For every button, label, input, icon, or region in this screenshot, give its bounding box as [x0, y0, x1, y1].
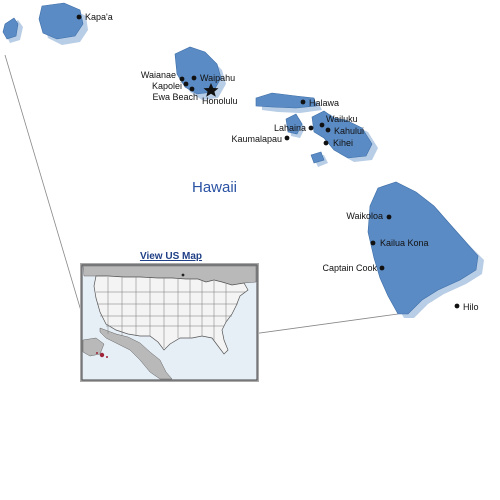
state-borders [96, 277, 246, 348]
city-label: Kailua Kona [380, 238, 429, 248]
mexico-region [99, 327, 173, 380]
city-dot-icon [454, 303, 460, 309]
city-label: Wailuku [326, 114, 358, 124]
molokai-island [255, 92, 322, 113]
city-label: Lahaina [274, 123, 306, 133]
city-honolulu[interactable]: Honolulu [202, 83, 238, 106]
city-label: Kaumalapau [231, 134, 282, 144]
city-dot-icon [379, 265, 385, 271]
city-waipahu[interactable]: Waipahu [191, 73, 236, 83]
city-halawa[interactable]: Halawa [300, 98, 339, 108]
city-dot-icon [386, 214, 392, 220]
city-label: Honolulu [202, 96, 238, 106]
hawaii-highlight-icon [99, 352, 105, 358]
city-kaumalapau[interactable]: Kaumalapau [231, 134, 290, 144]
city-ewa-beach[interactable]: Ewa Beach [152, 86, 198, 102]
us-inset-map[interactable]: View US Map [80, 251, 259, 382]
city-kapolei[interactable]: Kapolei [152, 81, 189, 91]
view-us-map-link[interactable]: View US Map [140, 251, 202, 262]
maui-island [311, 110, 378, 162]
alaska-region [82, 337, 105, 357]
lanai-island [285, 113, 305, 138]
kauai-island [38, 2, 88, 45]
city-kapaa[interactable]: Kapa'a [76, 12, 113, 22]
city-dot-icon [325, 127, 331, 133]
hawaii-highlight-dot [96, 352, 98, 354]
city-dot-icon [179, 76, 185, 82]
city-label: Waianae [141, 70, 176, 80]
city-dot-icon [191, 75, 197, 81]
city-label: Kihei [333, 138, 353, 148]
city-hilo[interactable]: Hilo [454, 302, 479, 312]
inset-marker [181, 273, 185, 277]
city-dot-icon [323, 140, 329, 146]
niihau-island [2, 17, 23, 43]
city-kihei[interactable]: Kihei [323, 138, 353, 148]
city-dot-icon [319, 122, 325, 128]
city-label: Kahului [334, 126, 364, 136]
city-waikoloa[interactable]: Waikoloa [346, 211, 392, 221]
city-kailua-kona[interactable]: Kailua Kona [370, 238, 429, 248]
city-label: Captain Cook [322, 263, 377, 273]
city-dot-icon [76, 14, 82, 20]
city-label: Kapa'a [85, 12, 113, 22]
city-label: Ewa Beach [152, 92, 198, 102]
city-lahaina[interactable]: Lahaina [274, 123, 314, 133]
city-waianae[interactable]: Waianae [141, 70, 185, 82]
city-dot-icon [284, 135, 290, 141]
city-dot-icon [189, 86, 195, 92]
city-dot-icon [308, 125, 314, 131]
city-label: Kapolei [152, 81, 182, 91]
city-label: Waipahu [200, 73, 235, 83]
city-label: Halawa [309, 98, 339, 108]
city-kahului[interactable]: Kahului [325, 126, 364, 136]
star-icon [203, 83, 219, 97]
city-dot-icon [370, 240, 376, 246]
city-dot-icon [183, 81, 189, 87]
inset-connector-left [4, 54, 93, 349]
map-title: Hawaii [192, 179, 237, 196]
hawaii-highlight-dot [106, 356, 108, 358]
city-dot-icon [300, 99, 306, 105]
kahoolawe-island [310, 151, 328, 167]
city-label: Hilo [463, 302, 479, 312]
city-label: Waikoloa [346, 211, 383, 221]
city-captain-cook[interactable]: Captain Cook [322, 263, 385, 273]
city-wailuku[interactable]: Wailuku [319, 114, 358, 128]
big-island [367, 181, 484, 318]
